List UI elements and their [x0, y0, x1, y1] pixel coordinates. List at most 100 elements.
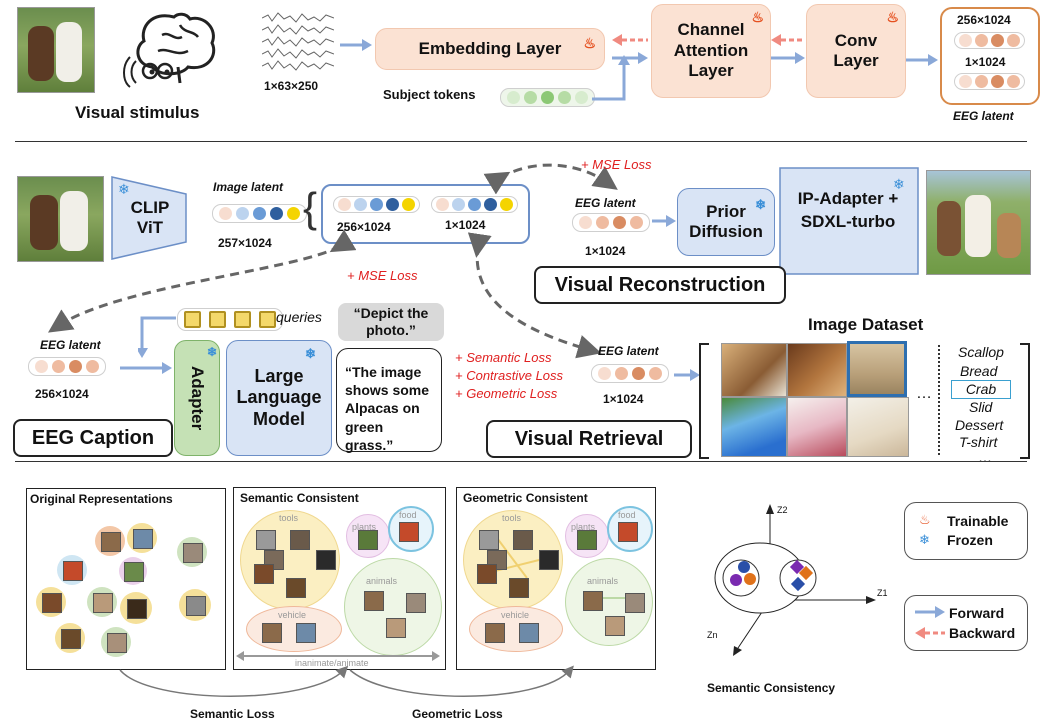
geometric-consistent-title: Geometric Consistent — [463, 491, 588, 505]
semantic-loss-label: + Semantic Loss — [455, 350, 552, 365]
tools-label: tools — [279, 513, 299, 523]
dataset-label-1: Bread — [960, 363, 998, 379]
dataset-label-5: T-shirt — [959, 434, 998, 450]
backward-arrow-1 — [612, 34, 648, 46]
ip-adapter-label: IP-Adapter + SDXL-turbo — [797, 189, 899, 231]
vehicle-label: vehicle — [278, 610, 307, 620]
forward-arrow-retrieval — [674, 369, 700, 381]
original-representations-panel: Original Representations — [26, 488, 226, 670]
split-tokens-2 — [431, 196, 518, 213]
fire-icon: ♨ — [886, 9, 899, 25]
geometric-consistent-panel: Geometric Consistent tools plants food a… — [456, 487, 656, 670]
forward-arrow-caption — [120, 362, 172, 374]
forward-arrow-tokens — [592, 55, 630, 101]
ip-adapter-shape — [779, 167, 919, 275]
dataset-label-0: Scallop — [958, 344, 1004, 360]
queries-label: queries — [276, 309, 322, 325]
divider-1 — [15, 141, 1027, 142]
recon-eeg-tokens — [572, 213, 650, 232]
snowflake-icon: ❄ — [755, 197, 766, 212]
trainable-label: Trainable — [947, 513, 1009, 529]
dataset-image-scallop — [721, 343, 787, 397]
mse-loss-mid: + MSE Loss — [347, 268, 418, 283]
tools-label-geo: tools — [502, 513, 522, 523]
forward-label: Forward — [949, 605, 1005, 621]
llm-box: Large Language Model ❄ — [226, 340, 332, 456]
eeg-waveform-icon — [262, 12, 334, 71]
caption-dim-label: 256×1024 — [35, 387, 89, 401]
geometric-loss-label: + Geometric Loss — [455, 386, 558, 401]
recon-dim-label: 1×1024 — [585, 244, 626, 258]
divider-2 — [15, 461, 1027, 462]
plants-label: plants — [352, 522, 377, 532]
visual-retrieval-label: Visual Retrieval — [486, 420, 692, 458]
frozen-label: Frozen — [947, 532, 993, 548]
split-tokens-1 — [333, 196, 420, 213]
dataset-image-tshirt — [847, 397, 909, 457]
retr-eeg-latent-label: EEG latent — [598, 344, 659, 358]
forward-arrow-2 — [612, 52, 648, 64]
inanimate-animate-label: inanimate/animate — [295, 658, 369, 668]
forward-backward-legend: Forward Backward — [904, 595, 1028, 651]
adapter-label: Adapter — [188, 365, 207, 431]
animals-label: animals — [366, 576, 398, 586]
fire-icon: ♨ — [751, 9, 764, 25]
image-latent-tokens — [212, 204, 307, 223]
eeg-dims-label: 1×63×250 — [264, 79, 319, 93]
trainable-frozen-legend: ♨ Trainable ❄ Frozen — [904, 502, 1028, 560]
latent-dim-label-2: 1×1024 — [965, 55, 1006, 69]
channel-attention-box: Channel Attention Layer ♨ — [651, 4, 771, 98]
dataset-ellipsis: … — [916, 385, 932, 402]
axis-z1-label: Z1 — [877, 588, 888, 598]
dataset-label-2: Crab — [951, 380, 1011, 399]
eeg-latent-output-box: 256×1024 1×1024 — [940, 7, 1040, 105]
mse-loss-top: + MSE Loss — [581, 157, 652, 172]
forward-arrow-recon — [652, 215, 676, 227]
dataset-label-4: Dessert — [955, 417, 1004, 433]
contrastive-loss-label: + Contrastive Loss — [455, 368, 564, 383]
eeg-latent-label-top: EEG latent — [953, 109, 1014, 123]
recon-eeg-latent-label: EEG latent — [575, 196, 636, 210]
dataset-image-slide — [721, 397, 787, 457]
axis-zn-label: Zn — [707, 630, 718, 640]
dashed-connectors — [47, 163, 618, 359]
conv-layer-box: Conv Layer ♨ — [806, 4, 906, 98]
semantic-consistency-label: Semantic Consistency — [707, 681, 836, 695]
split-brace: { — [303, 184, 318, 231]
dataset-label-3: Slid — [969, 399, 993, 415]
embedding-layer-box: Embedding Layer ♨ — [375, 28, 605, 70]
visual-reconstruction-label: Visual Reconstruction — [534, 266, 786, 304]
retr-eeg-tokens — [591, 364, 669, 383]
snowflake-icon: ❄ — [305, 346, 316, 361]
forward-arrow-queries — [138, 316, 176, 358]
plants-label-geo: plants — [571, 522, 596, 532]
food-label-geo: food — [618, 510, 636, 520]
dataset-image-dessert — [787, 397, 847, 457]
image-latent-label: Image latent — [213, 180, 284, 194]
fire-icon: ♨ — [583, 35, 596, 51]
visual-stimulus-label: Visual stimulus — [75, 103, 200, 122]
dataset-dotted-divider — [938, 345, 940, 455]
snowflake-icon: ❄ — [206, 345, 217, 359]
original-title: Original Representations — [30, 492, 173, 506]
dataset-bracket-left — [699, 343, 709, 459]
caption-eeg-latent-label: EEG latent — [40, 338, 101, 352]
prior-diffusion-box: Prior Diffusion ❄ — [677, 188, 775, 256]
adapter-box: Adapter ❄ — [174, 340, 220, 456]
prior-diffusion-label: Prior Diffusion — [689, 201, 763, 241]
retr-dim-label: 1×1024 — [603, 392, 644, 406]
latent-token-row-1 — [954, 32, 1025, 49]
prompt-box: “Depict the photo.” — [338, 303, 444, 341]
inanimate-animate-arrow — [236, 651, 440, 661]
llm-label: Large Language Model — [236, 365, 322, 429]
vehicle-label-geo: vehicle — [501, 610, 530, 620]
dataset-bracket-right — [1020, 343, 1030, 459]
semantic-loss-bottom: Semantic Loss — [190, 707, 275, 721]
query-tokens — [177, 308, 283, 331]
forward-arrow-3 — [771, 52, 805, 64]
eeg-caption-label: EEG Caption — [13, 419, 173, 457]
semantic-consistent-title: Semantic Consistent — [240, 491, 359, 505]
snowflake-icon: ❄ — [919, 532, 930, 547]
backward-label: Backward — [949, 625, 1016, 641]
snowflake-icon: ❄ — [118, 181, 130, 197]
